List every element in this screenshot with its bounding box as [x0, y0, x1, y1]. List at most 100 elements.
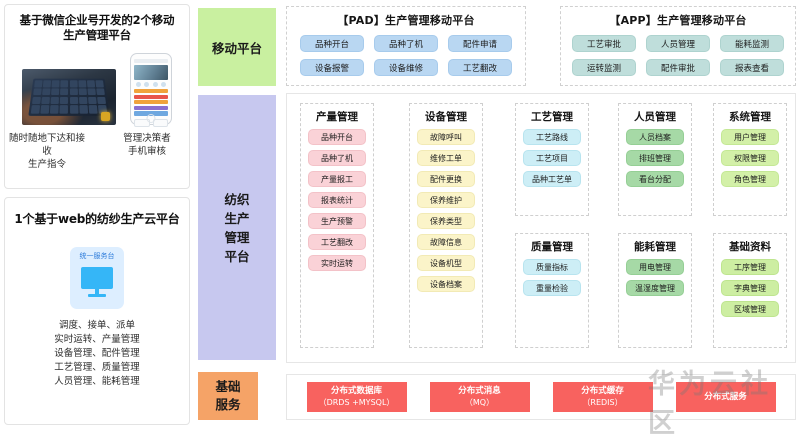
module-items: 故障呼叫 维修工单 配件更换 保养维护 保养类型 故障信息 设备机型 设备档案: [410, 129, 482, 292]
module-item[interactable]: 故障呼叫: [417, 129, 475, 145]
module-item[interactable]: 配件更换: [417, 171, 475, 187]
module-item[interactable]: 保养类型: [417, 213, 475, 229]
left-column: 基于微信企业号开发的2个移动 生产管理平台: [4, 4, 192, 425]
app-item-1[interactable]: 人员管理: [646, 35, 710, 52]
list-item: 调度、接单、派单: [58, 320, 135, 331]
module-item[interactable]: 排班管理: [626, 150, 684, 166]
pad-platform-panel: 【PAD】生产管理移动平台 品种开台 品种了机 配件申请 设备报警 设备维修 工…: [286, 6, 526, 86]
mobile-card-title-line2: 生产管理平台: [63, 28, 131, 42]
module-item[interactable]: 角色管理: [721, 171, 779, 187]
service-database[interactable]: 分布式数据库 （DRDS +MYSQL）: [306, 382, 407, 412]
module-item[interactable]: 权限管理: [721, 150, 779, 166]
module-item[interactable]: 生产预警: [308, 213, 366, 229]
pad-item-0[interactable]: 品种开台: [300, 35, 364, 52]
app-item-5[interactable]: 报表查看: [720, 59, 784, 76]
module-personnel: 人员管理 人员档案 排班管理 看台分配: [618, 103, 692, 216]
keyboard-photo: [22, 69, 116, 125]
phone-camera-view: [134, 65, 168, 80]
module-item[interactable]: 区域管理: [721, 301, 779, 317]
module-item[interactable]: 设备机型: [417, 255, 475, 271]
module-item[interactable]: 故障信息: [417, 234, 475, 250]
module-item[interactable]: 工艺翻改: [308, 234, 366, 250]
module-title: 设备管理: [425, 111, 467, 123]
mobile-card-media: [5, 53, 189, 127]
phone-mockup: [130, 53, 172, 127]
mobile-card-title: 基于微信企业号开发的2个移动 生产管理平台: [5, 5, 189, 47]
module-production: 产量管理 品种开台 品种了机 产量报工 报表统计 生产预警 工艺翻改 实时运转: [300, 103, 374, 348]
phone-icon-row: [134, 82, 168, 87]
module-item[interactable]: 工艺路线: [523, 129, 581, 145]
web-card-title: 1个基于web的纺纱生产云平台: [14, 212, 180, 226]
module-items: 质量指标 重量检验: [516, 259, 588, 296]
web-feature-list: 调度、接单、派单 实时运转、产量管理 设备管理、配件管理 工艺管理、质量管理 人…: [5, 319, 189, 389]
module-items: 人员档案 排班管理 看台分配: [619, 129, 691, 187]
band-textile-platform: 纺织 生产 管理 平台: [198, 95, 276, 360]
pad-panel-title: 【PAD】生产管理移动平台: [337, 14, 475, 27]
module-item[interactable]: 用电管理: [626, 259, 684, 275]
module-item[interactable]: 重量检验: [523, 280, 581, 296]
list-item: 工艺管理、质量管理: [54, 362, 140, 373]
module-basic-data: 基础资料 工序管理 字典管理 区域管理: [713, 233, 787, 348]
app-panel-title: 【APP】生产管理移动平台: [609, 14, 747, 27]
module-quality: 质量管理 质量指标 重量检验: [515, 233, 589, 348]
module-item[interactable]: 品种开台: [308, 129, 366, 145]
band-mobile-platform: 移动平台: [198, 8, 276, 86]
module-item[interactable]: 实时运转: [308, 255, 366, 271]
list-item: 人员管理、能耗管理: [54, 376, 140, 387]
module-items: 用电管理 温湿度管理: [619, 259, 691, 296]
caption-pad: 随时随地下达和接收 生产指令: [8, 133, 85, 170]
phone-row: [134, 111, 168, 116]
app-button-grid: 工艺审批 人员管理 能耗监测 运转监测 配件审批 报表查看: [561, 28, 795, 76]
app-item-0[interactable]: 工艺审批: [572, 35, 636, 52]
pad-item-4[interactable]: 设备维修: [374, 59, 438, 76]
module-item[interactable]: 品种了机: [308, 150, 366, 166]
module-equipment: 设备管理 故障呼叫 维修工单 配件更换 保养维护 保养类型 故障信息 设备机型 …: [409, 103, 483, 348]
phone-icon: [161, 82, 167, 87]
module-title: 基础资料: [729, 241, 771, 253]
pad-item-5[interactable]: 工艺翻改: [448, 59, 512, 76]
diagram-canvas: 基于微信企业号开发的2个移动 生产管理平台: [4, 4, 796, 439]
keyboard-keys: [28, 78, 110, 116]
pad-item-1[interactable]: 品种了机: [374, 35, 438, 52]
phone-row: [134, 89, 168, 94]
service-distributed-service[interactable]: 分布式服务: [675, 382, 776, 412]
module-item[interactable]: 设备档案: [417, 276, 475, 292]
pad-item-3[interactable]: 设备报警: [300, 59, 364, 76]
app-item-3[interactable]: 运转监测: [572, 59, 636, 76]
module-item[interactable]: 维修工单: [417, 150, 475, 166]
module-title: 工艺管理: [531, 111, 573, 123]
module-title: 产量管理: [316, 111, 358, 123]
module-item[interactable]: 工序管理: [721, 259, 779, 275]
phone-button: [152, 118, 168, 127]
module-item[interactable]: 工艺项目: [523, 150, 581, 166]
phone-statusbar: [134, 59, 168, 63]
module-item[interactable]: 用户管理: [721, 129, 779, 145]
pad-item-2[interactable]: 配件申请: [448, 35, 512, 52]
web-platform-card: 1个基于web的纺纱生产云平台 统一服务台 调度、接单、派单 实时运转、产量管理…: [4, 197, 190, 425]
base-services-row: 分布式数据库 （DRDS +MYSQL） 分布式消息 （MQ） 分布式缓存 （R…: [286, 374, 796, 420]
phone-icon: [135, 82, 141, 87]
module-items: 品种开台 品种了机 产量报工 报表统计 生产预警 工艺翻改 实时运转: [301, 129, 373, 271]
list-item: 设备管理、配件管理: [54, 348, 140, 359]
module-item[interactable]: 保养维护: [417, 192, 475, 208]
phone-home-button-icon: [146, 114, 156, 123]
pad-button-grid: 品种开台 品种了机 配件申请 设备报警 设备维修 工艺翻改: [287, 28, 525, 76]
module-items: 工艺路线 工艺项目 品种工艺单: [516, 129, 588, 187]
phone-icon: [152, 82, 158, 87]
module-item[interactable]: 报表统计: [308, 192, 366, 208]
module-item[interactable]: 人员档案: [626, 129, 684, 145]
app-item-2[interactable]: 能耗监测: [720, 35, 784, 52]
module-item[interactable]: 产量报工: [308, 171, 366, 187]
service-cache[interactable]: 分布式缓存 （REDIS）: [552, 382, 653, 412]
module-item[interactable]: 温湿度管理: [626, 280, 684, 296]
module-item[interactable]: 质量指标: [523, 259, 581, 275]
module-item[interactable]: 看台分配: [626, 171, 684, 187]
module-item[interactable]: 品种工艺单: [523, 171, 581, 187]
band-base-services: 基础 服务: [198, 372, 258, 420]
service-message-queue[interactable]: 分布式消息 （MQ）: [429, 382, 530, 412]
module-system: 系统管理 用户管理 权限管理 角色管理: [713, 103, 787, 216]
module-process: 工艺管理 工艺路线 工艺项目 品种工艺单: [515, 103, 589, 216]
module-title: 质量管理: [531, 241, 573, 253]
module-item[interactable]: 字典管理: [721, 280, 779, 296]
app-item-4[interactable]: 配件审批: [646, 59, 710, 76]
